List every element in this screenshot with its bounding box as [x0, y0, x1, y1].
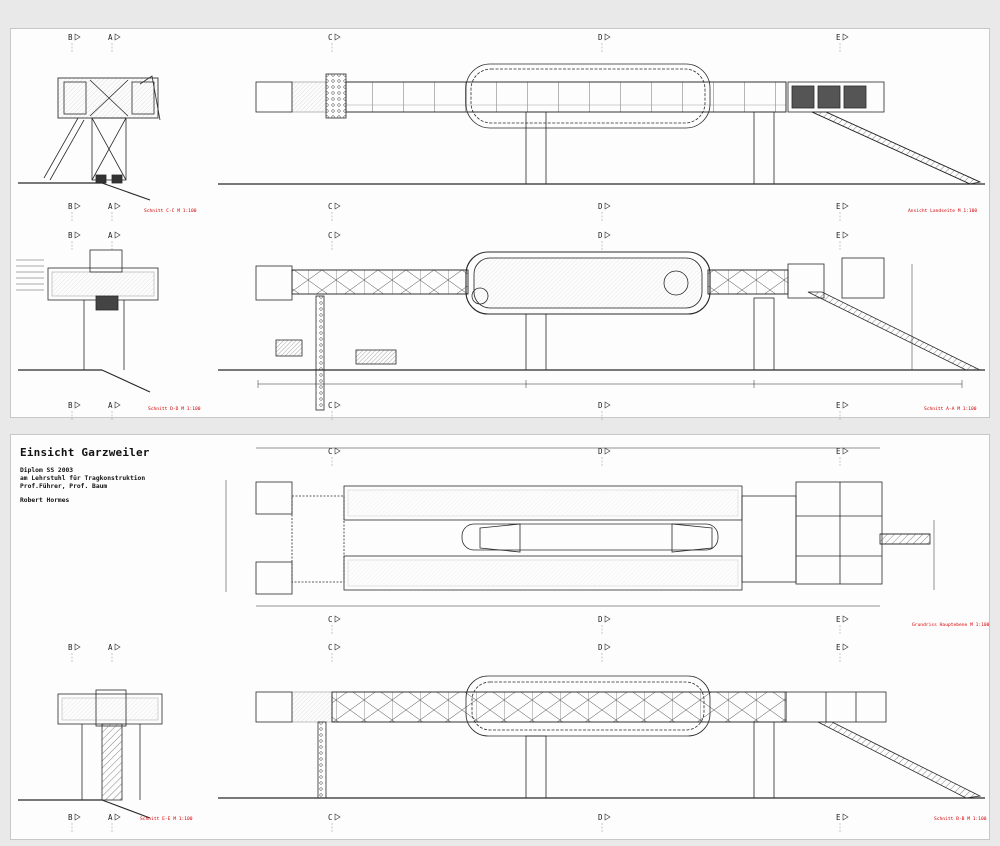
- axis-marker-c: C: [328, 401, 333, 410]
- axis-triangle-icon: [74, 33, 81, 41]
- project-line-author: Robert Hormes: [20, 497, 70, 504]
- axis-triangle-icon: [604, 231, 611, 239]
- caption-section-d-d: Schnitt D-D M 1:100: [148, 406, 201, 412]
- axis-marker-d: D: [598, 447, 603, 456]
- axis-triangle-icon: [842, 813, 849, 821]
- axis-triangle-icon: [842, 33, 849, 41]
- section-a-a-drawing: [218, 251, 985, 411]
- axis-marker-d: D: [598, 813, 603, 822]
- axis-marker-e: E: [836, 401, 841, 410]
- caption-floor-plan: Grundriss Hauptebene M 1:100: [912, 622, 990, 628]
- caption-elevation-landside: Ansicht Landseite M 1:100: [908, 208, 977, 214]
- section-b-b-drawing: [218, 675, 985, 799]
- axis-marker-a: A: [108, 643, 113, 652]
- axis-marker-d: D: [598, 231, 603, 240]
- axis-marker-e: E: [836, 447, 841, 456]
- axis-triangle-icon: [842, 401, 849, 409]
- axis-marker-e: E: [836, 202, 841, 211]
- axis-marker-b: B: [68, 202, 73, 211]
- axis-triangle-icon: [842, 447, 849, 455]
- axis-triangle-icon: [334, 615, 341, 623]
- axis-marker-a: A: [108, 813, 113, 822]
- axis-triangle-icon: [74, 202, 81, 210]
- axis-marker-e: E: [836, 231, 841, 240]
- axis-marker-c: C: [328, 643, 333, 652]
- axis-marker-e: E: [836, 33, 841, 42]
- axis-marker-b: B: [68, 231, 73, 240]
- axis-triangle-icon: [334, 202, 341, 210]
- axis-marker-c: C: [328, 813, 333, 822]
- axis-triangle-icon: [114, 401, 121, 409]
- axis-marker-c: C: [328, 202, 333, 211]
- axis-marker-a: A: [108, 33, 113, 42]
- axis-marker-e: E: [836, 813, 841, 822]
- axis-triangle-icon: [842, 231, 849, 239]
- axis-marker-d: D: [598, 202, 603, 211]
- axis-triangle-icon: [334, 643, 341, 651]
- axis-marker-c: C: [328, 33, 333, 42]
- axis-marker-c: C: [328, 615, 333, 624]
- caption-section-a-a: Schnitt A-A M 1:100: [924, 406, 977, 412]
- axis-triangle-icon: [604, 615, 611, 623]
- project-title: Einsicht Garzweiler: [20, 446, 150, 459]
- caption-section-b-b: Schnitt B-B M 1:100: [934, 816, 987, 822]
- axis-marker-c: C: [328, 447, 333, 456]
- axis-triangle-icon: [114, 202, 121, 210]
- floor-plan-drawing: [225, 447, 935, 607]
- project-line-chair: am Lehrstuhl für Tragkonstruktion: [20, 475, 146, 482]
- axis-marker-b: B: [68, 33, 73, 42]
- project-line-diploma: Diplom SS 2003: [20, 467, 74, 474]
- axis-triangle-icon: [334, 33, 341, 41]
- axis-triangle-icon: [74, 813, 81, 821]
- axis-marker-a: A: [108, 202, 113, 211]
- axis-marker-b: B: [68, 813, 73, 822]
- axis-marker-d: D: [598, 401, 603, 410]
- section-d-d-drawing: [16, 249, 159, 393]
- axis-triangle-icon: [604, 813, 611, 821]
- axis-marker-d: D: [598, 615, 603, 624]
- axis-marker-b: B: [68, 643, 73, 652]
- axis-triangle-icon: [842, 643, 849, 651]
- section-e-e-drawing: [18, 689, 163, 819]
- axis-marker-d: D: [598, 33, 603, 42]
- axis-marker-b: B: [68, 401, 73, 410]
- axis-markers: B A C D E B A C D E B A C D E B A C D E C D E C D E B A C D E B A C D E: [68, 33, 849, 832]
- axis-triangle-icon: [334, 401, 341, 409]
- axis-triangle-icon: [604, 33, 611, 41]
- axis-triangle-icon: [114, 231, 121, 239]
- title-block: Einsicht Garzweiler Diplom SS 2003 am Le…: [20, 446, 150, 505]
- axis-marker-e: E: [836, 643, 841, 652]
- axis-triangle-icon: [842, 615, 849, 623]
- caption-section-e-e: Schnitt E-E M 1:100: [140, 816, 193, 822]
- caption-section-c-c: Schnitt C-C M 1:100: [144, 208, 197, 214]
- axis-triangle-icon: [74, 401, 81, 409]
- axis-triangle-icon: [114, 33, 121, 41]
- axis-triangle-icon: [334, 813, 341, 821]
- axis-triangle-icon: [842, 202, 849, 210]
- section-c-c-drawing: [18, 75, 161, 201]
- elevation-landside-drawing: [218, 63, 985, 185]
- axis-triangle-icon: [114, 643, 121, 651]
- axis-triangle-icon: [604, 643, 611, 651]
- project-line-professors: Prof.Führer, Prof. Baum: [20, 483, 108, 490]
- axis-triangle-icon: [334, 231, 341, 239]
- axis-triangle-icon: [334, 447, 341, 455]
- axis-marker-d: D: [598, 643, 603, 652]
- axis-triangle-icon: [604, 401, 611, 409]
- axis-triangle-icon: [604, 202, 611, 210]
- axis-marker-c: C: [328, 231, 333, 240]
- axis-marker-a: A: [108, 231, 113, 240]
- axis-triangle-icon: [74, 643, 81, 651]
- axis-triangle-icon: [114, 813, 121, 821]
- axis-marker-a: A: [108, 401, 113, 410]
- axis-triangle-icon: [74, 231, 81, 239]
- axis-triangle-icon: [604, 447, 611, 455]
- axis-marker-e: E: [836, 615, 841, 624]
